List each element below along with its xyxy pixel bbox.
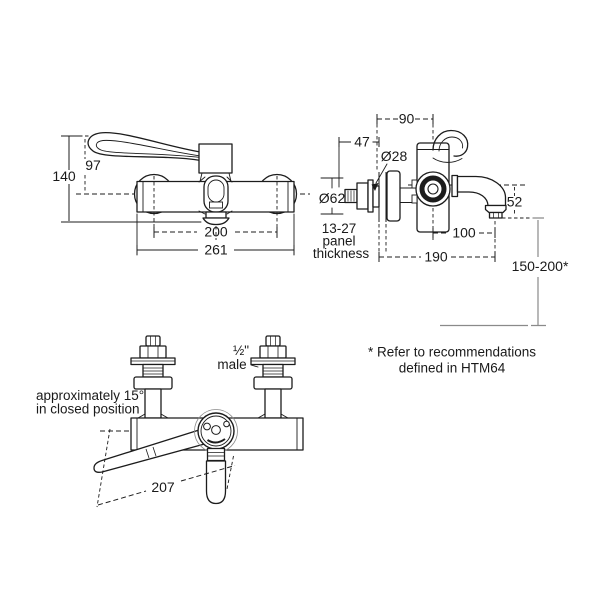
angle-note-2: in closed position	[36, 402, 140, 417]
front-view: 140 97 200 261	[52, 132, 310, 258]
thread-note-1: ½"	[233, 343, 249, 358]
bottom-view: approximately 15° in closed position ½" …	[36, 335, 304, 508]
aerator	[488, 211, 503, 219]
footnote-line-1: * Refer to recommendations	[368, 345, 536, 360]
spout-plan	[205, 460, 227, 505]
backnut	[356, 182, 369, 210]
dim-line-207	[97, 465, 236, 506]
lever-handle-front-inner	[95, 139, 202, 158]
spout	[456, 175, 507, 207]
lever-handle-side-inner	[438, 136, 464, 152]
dim-line-261	[136, 245, 295, 255]
dim-100-label: 100	[452, 225, 476, 241]
handle-mount-block	[198, 143, 233, 174]
dim-line-52	[502, 187, 530, 219]
dim-dia62-label: Ø62	[319, 190, 346, 206]
dim-line-dia62	[320, 177, 344, 215]
dia28-arrowhead	[371, 183, 379, 191]
footnote-line-2: defined in HTM64	[399, 361, 506, 376]
dim-dia28-label: Ø28	[381, 148, 408, 164]
dim-line-47	[338, 137, 380, 147]
dim-190-label: 190	[424, 249, 448, 265]
dim-200-label: 200	[204, 224, 228, 240]
lever-handle-side-outer	[432, 129, 469, 157]
spout-neck-plan	[206, 447, 226, 462]
footnote: * Refer to recommendations defined in HT…	[368, 345, 536, 376]
dim-207-label: 207	[151, 479, 175, 495]
flange	[386, 170, 401, 222]
panel-note-2: panel	[322, 234, 355, 249]
thread-note-2: male	[217, 357, 246, 372]
dim-52-label: 52	[507, 194, 523, 210]
angle-note-1: approximately 15°	[36, 388, 144, 403]
panel-lines	[378, 172, 387, 222]
dim-97-label: 97	[85, 157, 101, 173]
spout-outlet	[484, 204, 507, 214]
half-inch-leader	[250, 364, 259, 368]
right-inlet	[250, 335, 296, 419]
dim-150-200-label: 150-200*	[512, 258, 569, 274]
panel-note-3: thickness	[313, 246, 370, 261]
dim-line-150-200	[531, 217, 546, 327]
side-view: 90 47 Ø28 Ø62 13-27 panel thickness 190 …	[313, 111, 569, 327]
dim-47-label: 47	[354, 134, 370, 150]
dim-90-label: 90	[399, 111, 415, 127]
lever-handle-front-outer	[87, 132, 202, 162]
dim-261-label: 261	[204, 242, 228, 258]
dia28-leader	[375, 163, 388, 184]
dim-140-label: 140	[52, 168, 76, 184]
outlet-front	[205, 211, 227, 219]
panel-note-1: 13-27	[322, 221, 357, 236]
body-end-caps	[142, 181, 289, 213]
left-inlet	[130, 335, 176, 419]
dim-line-140	[61, 135, 79, 223]
